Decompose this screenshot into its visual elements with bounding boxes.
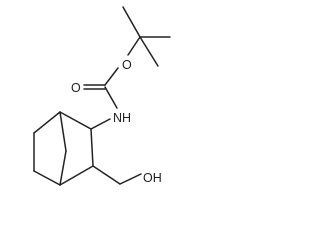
bond-oxygen-to-carbonyl-carbon [104, 67, 119, 86]
bond-carbonyl-to-nitrogen [104, 86, 118, 109]
carbonyl-oxygen-label: O [71, 81, 81, 95]
bridge-bond-2 [59, 150, 67, 186]
bond-quaternary-to-oxygen [127, 36, 141, 56]
bond-methyl-top [122, 6, 141, 38]
bridge-bond-1 [59, 111, 67, 152]
bond-ch2-to-oh [119, 173, 142, 185]
ester-oxygen-label: O [122, 58, 132, 72]
bond-methyl-lower [139, 36, 159, 67]
hydroxyl-label: OH [143, 171, 162, 185]
ring-bond-2 [90, 128, 94, 167]
norbornane-ring [33, 111, 94, 186]
structure-diagram: O O NH OH [33, 6, 171, 186]
tert-butyl-group [122, 6, 171, 67]
ring-bond-1 [59, 111, 92, 130]
ring-bond-6 [59, 165, 94, 186]
bond-ring-to-ch2 [92, 165, 121, 185]
bond-nitrogen-to-ring [90, 118, 111, 130]
ring-bond-5 [33, 170, 61, 186]
ring-bond-3 [33, 111, 61, 134]
amine-label: NH [113, 111, 131, 125]
